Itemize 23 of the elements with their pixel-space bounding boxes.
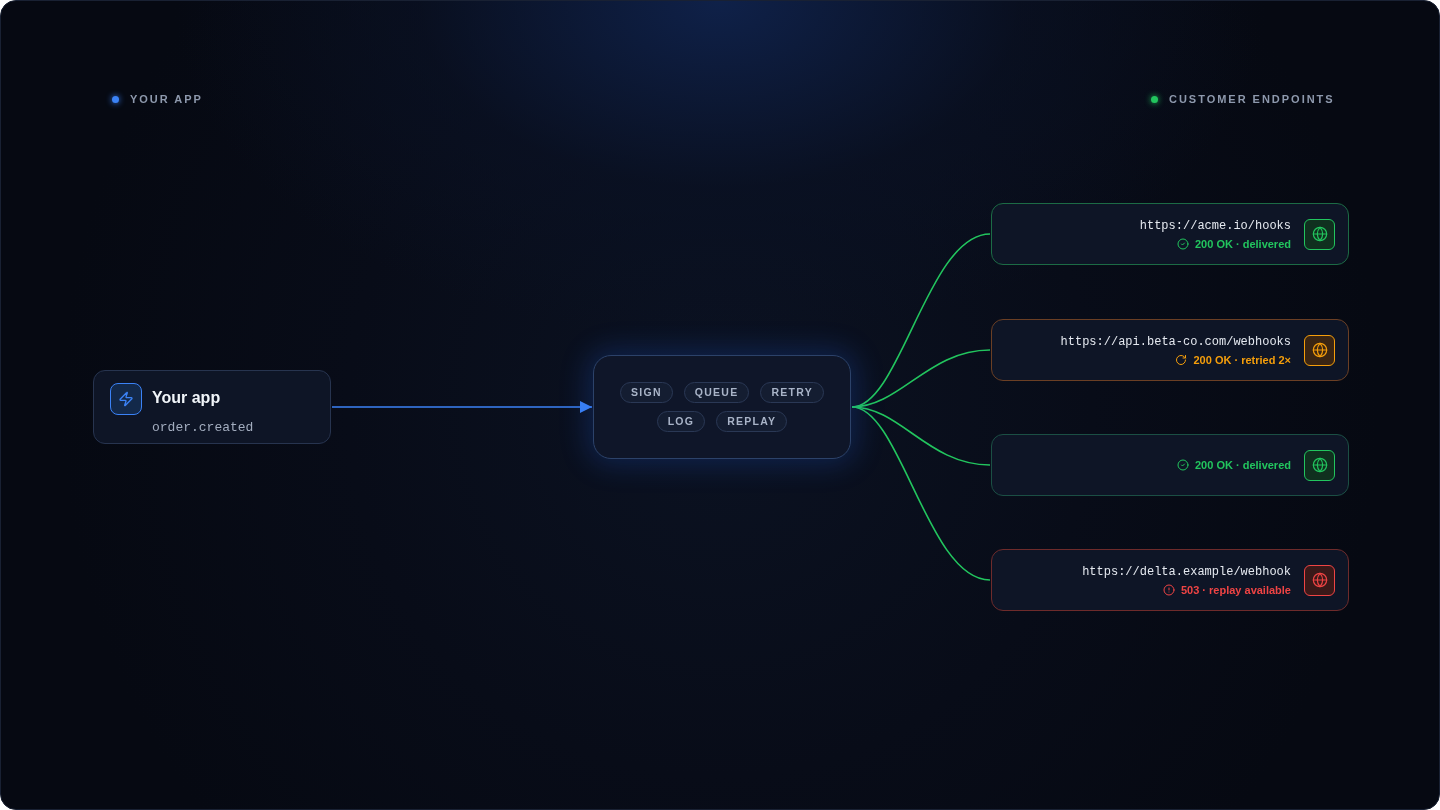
event-name: order.created: [152, 420, 254, 436]
status-text: 503 · replay available: [1180, 582, 1291, 597]
endpoint-url: https://delta.example/webhook: [1082, 563, 1291, 580]
section-heading: CUSTOMER ENDPOINTS: [1169, 92, 1335, 106]
connector-arrow: [331, 401, 593, 413]
feature-tag: REPLAY: [716, 411, 788, 432]
endpoint-url: https://acme.io/hooks: [1139, 217, 1291, 234]
section-heading: YOUR APP: [130, 92, 203, 106]
endpoint-url: https://api.beta-co.com/webhooks: [1060, 333, 1291, 350]
status-text: 200 OK · retried 2×: [1193, 352, 1291, 367]
feature-tag: QUEUE: [683, 382, 750, 403]
endpoint-card: [991, 549, 1349, 611]
app-title: Your app: [152, 388, 222, 408]
endpoint-card: [991, 203, 1349, 265]
service-card: [593, 355, 851, 459]
feature-tag: LOG: [656, 411, 706, 432]
app-card: [93, 370, 331, 444]
endpoint-card: [991, 319, 1349, 381]
feature-tag: RETRY: [760, 382, 824, 403]
feature-tag: SIGN: [620, 382, 673, 403]
endpoint-card: [991, 434, 1349, 496]
status-text: 200 OK · delivered: [1195, 458, 1291, 472]
status-text: 200 OK · delivered: [1195, 236, 1291, 251]
